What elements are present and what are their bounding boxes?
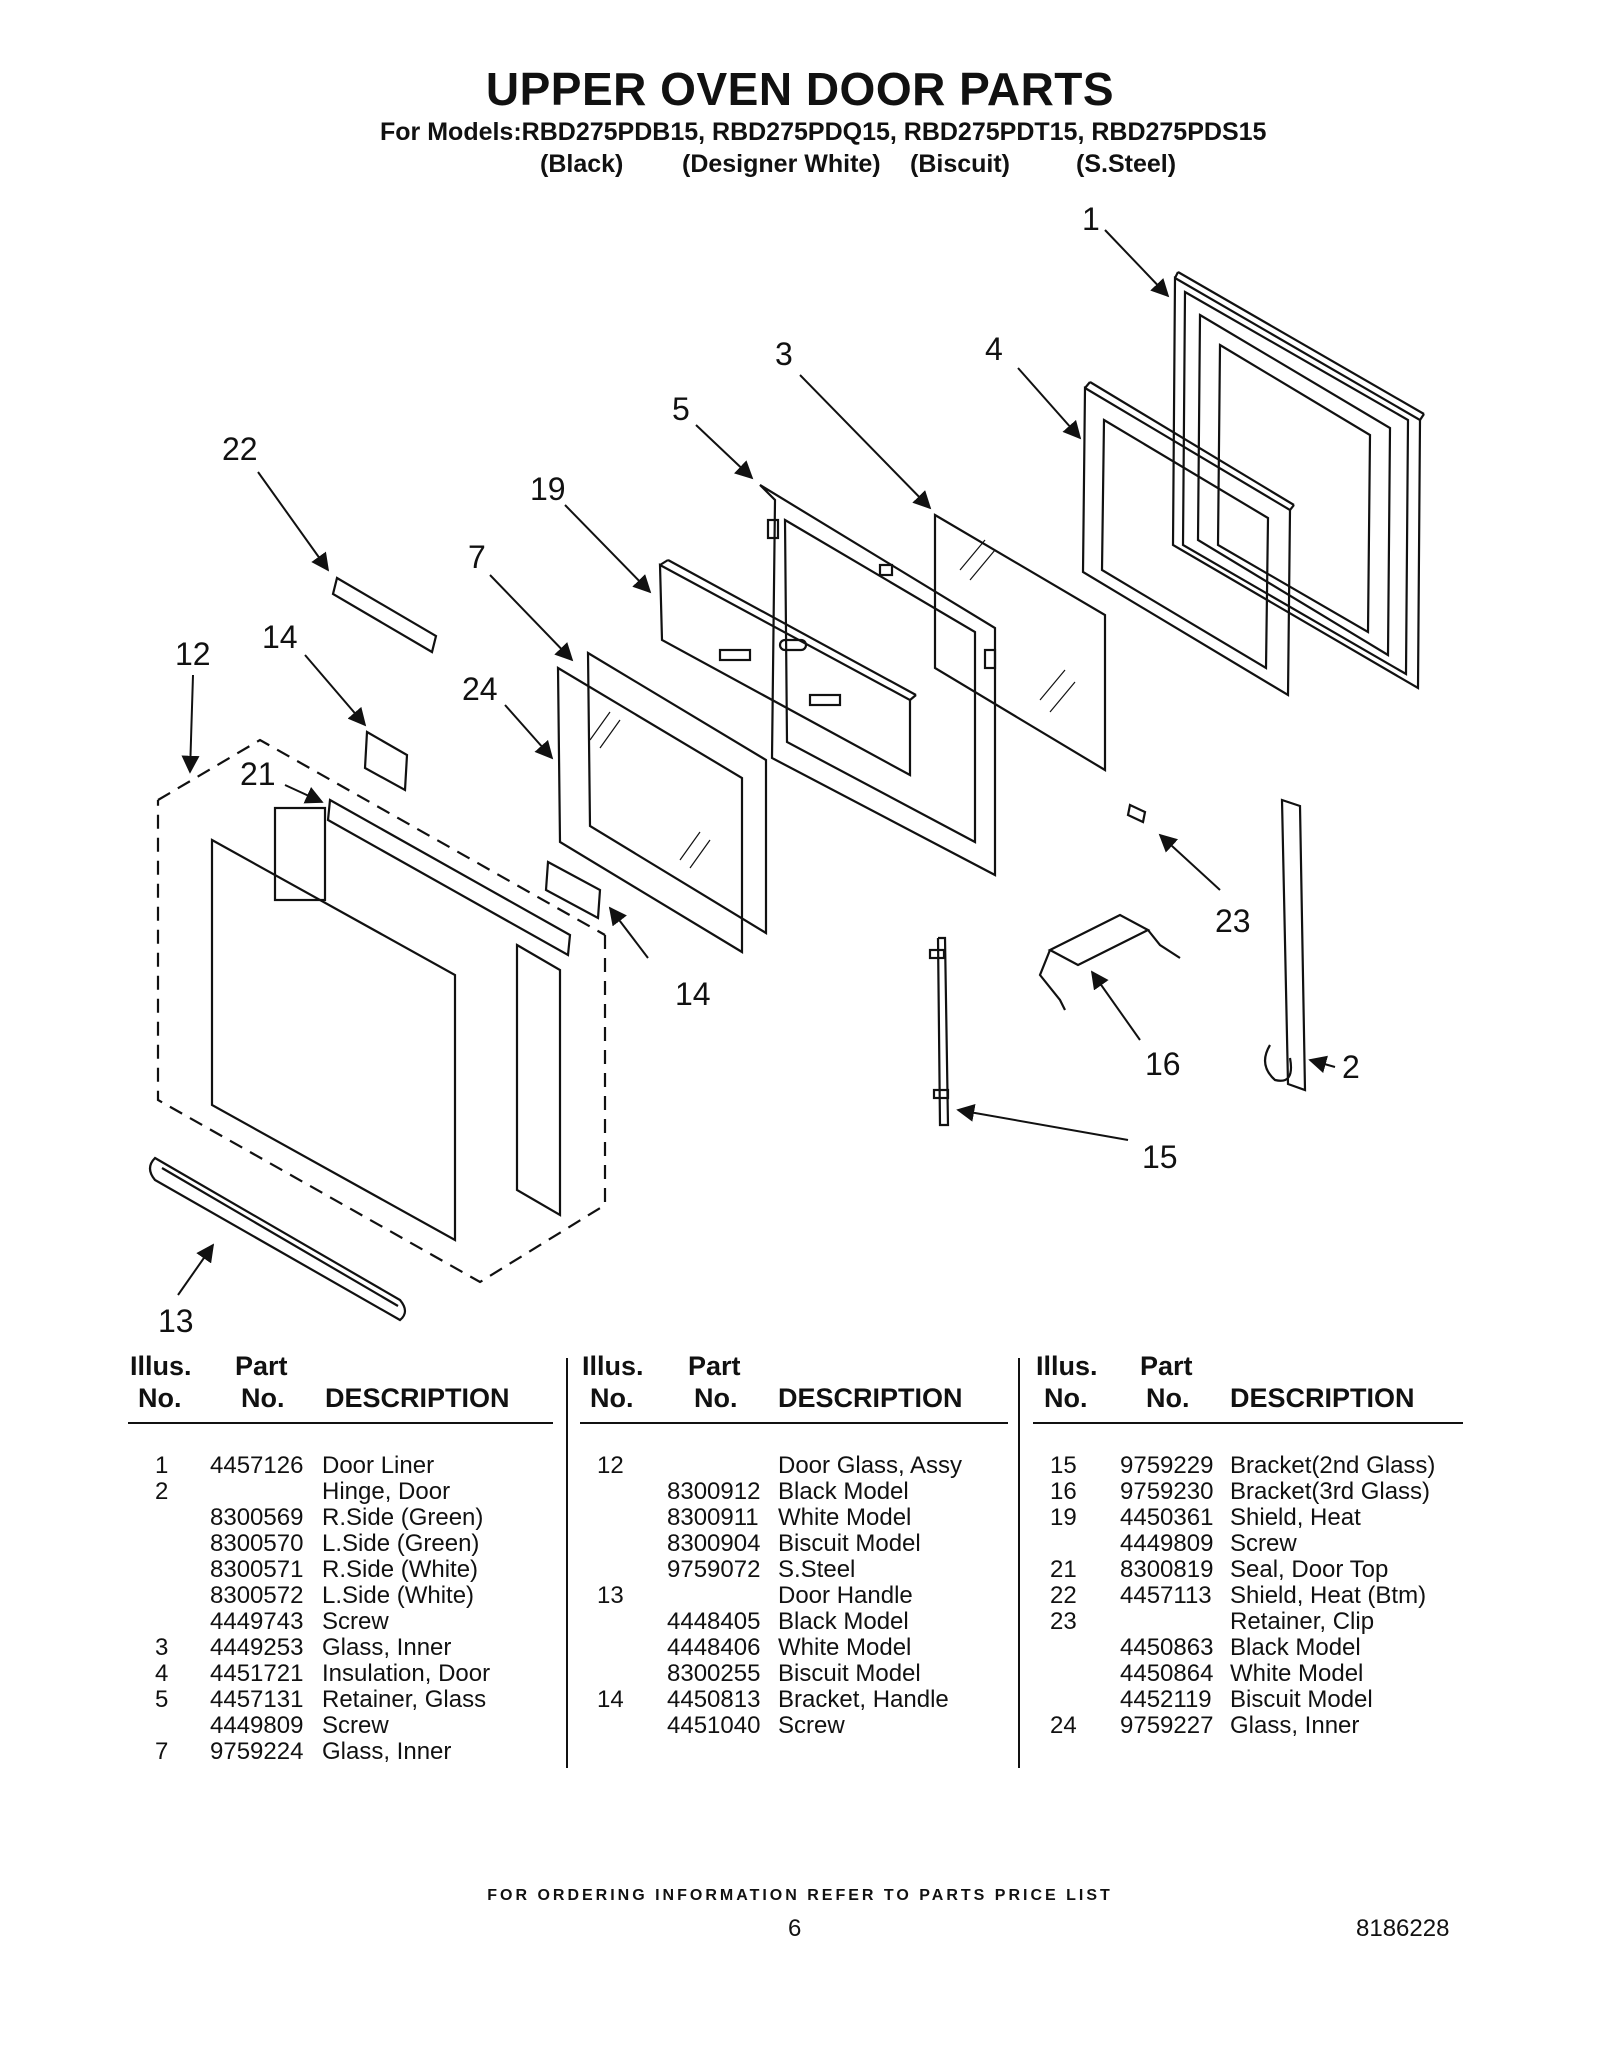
page-title: UPPER OVEN DOOR PARTS (485, 63, 1115, 115)
leader-21 (284, 784, 324, 804)
callout-24: 24 (462, 671, 498, 707)
color-black: (Black) (540, 150, 624, 178)
models-line: For Models:RBD275PDB15, RBD275PDQ15, RBD… (380, 118, 1267, 146)
color-biscuit: (Biscuit) (910, 150, 1010, 178)
part-glass-inner-3 (933, 513, 1107, 772)
column-divider-2 (1018, 1358, 1020, 1768)
part-bracket-handle-top (363, 730, 409, 792)
part-glass-inner-24 (556, 666, 744, 954)
page-number: 6 (788, 1915, 802, 1942)
callout-21: 21 (240, 756, 276, 792)
callout-15: 15 (1142, 1139, 1178, 1175)
callout-7: 7 (468, 539, 486, 575)
part-glass-inner-7 (586, 651, 768, 935)
leader-4 (1017, 367, 1082, 440)
part-door-handle (148, 1156, 407, 1322)
callout-14b: 14 (675, 976, 711, 1012)
leader-22 (257, 471, 330, 572)
part-bracket-handle-mid (544, 860, 602, 920)
header-rule-col3 (1033, 1422, 1463, 1424)
callout-16: 16 (1145, 1046, 1181, 1082)
leader-23 (1158, 833, 1221, 891)
exploded-parts-diagram: 1 2 3 4 5 7 12 13 14 14 15 16 19 21 22 2… (148, 201, 1425, 1339)
part-bracket-3rd-glass (1038, 913, 1181, 1011)
part-heat-shield (658, 559, 917, 777)
callout-2: 2 (1342, 1049, 1360, 1085)
callout-12: 12 (175, 636, 211, 672)
hdr-desc-col3: DESCRIPTION (1230, 1383, 1415, 1413)
leader-13 (177, 1243, 215, 1296)
column-divider-1 (566, 1358, 568, 1768)
callout-14a: 14 (262, 619, 298, 655)
part-door-liner (1171, 271, 1425, 690)
leader-14a (304, 654, 367, 727)
hdr-illus-col3: Illus.No. (1036, 1351, 1098, 1413)
callout-13: 13 (158, 1303, 194, 1339)
color-designer-white: (Designer White) (682, 150, 881, 178)
callout-22: 22 (222, 431, 258, 467)
leader-2 (1308, 1055, 1336, 1074)
leader-5 (695, 424, 754, 480)
hdr-desc-col2: DESCRIPTION (778, 1383, 963, 1413)
hdr-desc-col1: DESCRIPTION (325, 1383, 510, 1413)
part-hinge-door (1263, 798, 1307, 1092)
part-bracket-2nd-glass (928, 936, 950, 1127)
callout-1: 1 (1082, 201, 1100, 237)
callout-3: 3 (775, 336, 793, 372)
document-number: 8186228 (1356, 1915, 1450, 1942)
ordering-note: FOR ORDERING INFORMATION REFER TO PARTS … (487, 1887, 1113, 1904)
part-door-glass-assy (156, 738, 607, 1284)
leader-24 (504, 704, 554, 760)
part-door-glass-panel (210, 806, 562, 1242)
part-heat-shield-btm (331, 576, 438, 654)
leader-19 (564, 504, 652, 594)
leader-16 (1090, 970, 1141, 1041)
leader-12 (181, 674, 200, 774)
header-rule-col2 (580, 1422, 1008, 1424)
part-seal-door-top (326, 798, 572, 957)
part-insulation-door (1081, 381, 1295, 697)
leader-1 (1104, 229, 1170, 298)
part-retainer-glass (759, 484, 997, 877)
hdr-illus-col1: Illus.No. (130, 1351, 192, 1413)
header-rule-col1 (128, 1422, 553, 1424)
callout-4: 4 (985, 331, 1003, 367)
leader-7 (489, 574, 574, 662)
color-s-steel: (S.Steel) (1076, 150, 1177, 178)
leader-15 (956, 1103, 1129, 1141)
callout-5: 5 (672, 391, 690, 427)
callout-19: 19 (530, 471, 566, 507)
hdr-illus-col2: Illus.No. (582, 1351, 644, 1413)
callout-23: 23 (1215, 903, 1251, 939)
leader-14b (608, 906, 649, 959)
part-retainer-clip (1126, 803, 1147, 824)
leader-3 (799, 374, 932, 510)
